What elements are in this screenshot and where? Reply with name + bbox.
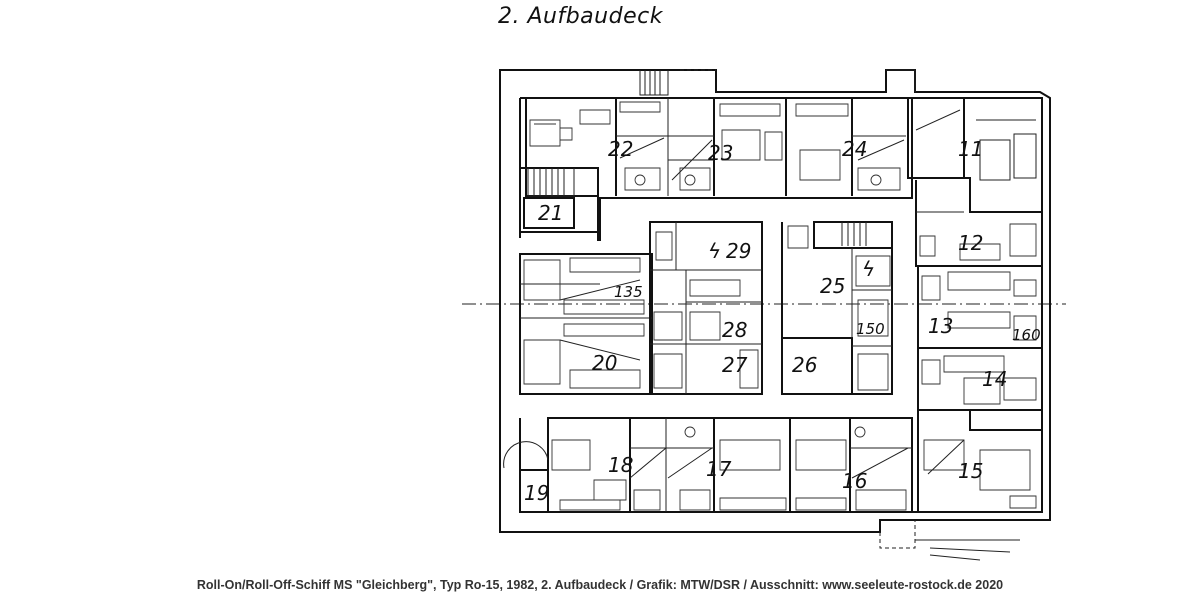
stair-21 — [527, 168, 575, 197]
electric-symbol-29: ϟ — [708, 239, 721, 263]
room-label-21: 21 — [538, 201, 563, 225]
room-label-16: 16 — [842, 469, 867, 493]
deck-outline — [499, 69, 1051, 533]
room-label-15: 15 — [958, 459, 983, 483]
room-label-22: 22 — [608, 137, 633, 161]
image-caption: Roll-On/Roll-Off-Schiff MS "Gleichberg",… — [196, 578, 1004, 592]
room-label-18: 18 — [608, 453, 633, 477]
room-label-24: 24 — [842, 137, 867, 161]
room-label-26: 26 — [792, 353, 817, 377]
boarding-deck-dashed — [879, 520, 916, 549]
room-label-28: 28 — [722, 318, 747, 342]
room-label-27: 27 — [722, 353, 748, 377]
frame-mark-160: 160 — [1012, 326, 1041, 344]
plan-title: 2. Aufbaudeck — [498, 4, 663, 29]
room-label-17: 17 — [706, 457, 732, 481]
stair-top — [639, 70, 669, 96]
room-label-25: 25 — [820, 274, 845, 298]
room-label-23: 23 — [708, 141, 733, 165]
frame-mark-150: 150 — [856, 320, 885, 338]
electric-symbol-25: ϟ — [862, 257, 875, 281]
room-label-11: 11 — [958, 137, 983, 161]
room-label-19: 19 — [524, 481, 549, 505]
frame-mark-135: 135 — [614, 283, 643, 301]
room-label-14: 14 — [982, 367, 1007, 391]
room-label-20: 20 — [592, 351, 617, 375]
room-label-13: 13 — [928, 314, 953, 338]
room-label-29: 29 — [726, 239, 751, 263]
bottom-cabin-row — [547, 417, 913, 512]
room-label-12: 12 — [958, 231, 983, 255]
